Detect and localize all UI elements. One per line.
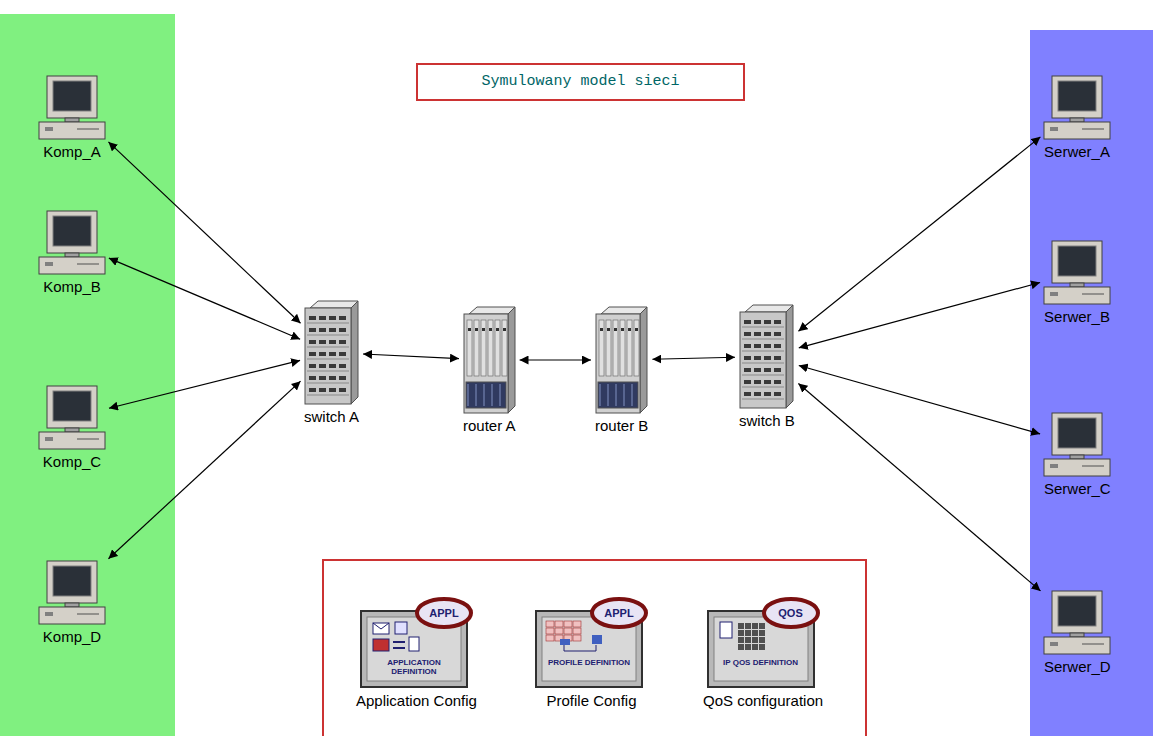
icon-caption: IP QOS DEFINITION	[716, 658, 806, 667]
client-zone	[0, 14, 175, 736]
device-icon	[1042, 412, 1112, 477]
link-line	[652, 357, 735, 359]
device-icon	[739, 304, 794, 409]
router-icon	[463, 306, 516, 414]
device-icon	[1042, 75, 1112, 140]
switch-node: switch B	[737, 304, 797, 430]
device-label: Serwer_B	[1042, 305, 1112, 326]
config-frame	[323, 560, 866, 736]
device-label: Application Config	[354, 689, 479, 710]
switch-icon	[304, 300, 359, 405]
device-label: Komp_B	[37, 275, 107, 296]
config-node: APPL PROFILE DEFINITION Profile Config	[534, 597, 649, 710]
device-label: Komp_D	[37, 625, 107, 646]
icon-badge: APPL	[419, 606, 469, 620]
computer-icon	[37, 75, 107, 140]
computer-node: Komp_D	[37, 560, 107, 646]
computer-icon	[37, 385, 107, 450]
device-icon	[37, 385, 107, 450]
router-node: router A	[461, 306, 518, 435]
device-label: switch B	[737, 409, 797, 430]
diagram-title: Symulowany model sieci	[416, 63, 745, 101]
link-line	[108, 142, 300, 323]
link-line	[799, 366, 1040, 434]
link-line	[363, 354, 459, 359]
link-line	[798, 383, 1040, 590]
device-icon: QOS IP QOS DEFINITION	[706, 597, 821, 689]
switch-icon	[739, 304, 794, 409]
device-label: Komp_C	[37, 450, 107, 471]
device-icon	[37, 75, 107, 140]
device-label: switch A	[302, 405, 361, 426]
device-label: router A	[461, 414, 518, 435]
device-icon	[37, 560, 107, 625]
device-label: Serwer_D	[1042, 655, 1113, 676]
device-label: router B	[593, 414, 650, 435]
device-icon: APPL PROFILE DEFINITION	[534, 597, 649, 689]
icon-badge: APPL	[594, 606, 644, 620]
device-label: Serwer_A	[1042, 140, 1112, 161]
icon-caption: PROFILE DEFINITION	[544, 658, 634, 667]
config-node: APPL APPLICATION DEFINITION Application Co…	[354, 597, 479, 710]
computer-node: Serwer_D	[1042, 590, 1113, 676]
router-node: router B	[593, 306, 650, 435]
device-icon	[1042, 590, 1112, 655]
device-label: Serwer_C	[1042, 477, 1113, 498]
device-label: QoS configuration	[701, 689, 825, 710]
computer-icon	[37, 210, 107, 275]
device-icon	[304, 300, 359, 405]
device-icon	[1042, 240, 1112, 305]
link-line	[109, 258, 300, 339]
config-node: QOS IP QOS DEFINITION QoS configuration	[701, 597, 825, 710]
icon-caption: APPLICATION DEFINITION	[369, 658, 459, 676]
computer-icon	[1042, 75, 1112, 140]
server-zone	[1030, 30, 1153, 736]
computer-icon	[1042, 412, 1112, 477]
computer-node: Serwer_C	[1042, 412, 1113, 498]
computer-node: Komp_A	[37, 75, 107, 161]
computer-icon	[37, 560, 107, 625]
computer-icon	[1042, 240, 1112, 305]
device-label: Profile Config	[534, 689, 649, 710]
device-icon	[37, 210, 107, 275]
switch-node: switch A	[302, 300, 361, 426]
device-icon: APPL APPLICATION DEFINITION	[359, 597, 474, 689]
link-line	[108, 381, 300, 559]
computer-node: Serwer_B	[1042, 240, 1112, 326]
computer-icon	[1042, 590, 1112, 655]
icon-badge: QOS	[766, 606, 816, 620]
config-icon	[706, 597, 821, 689]
router-icon	[595, 306, 648, 414]
link-line	[799, 283, 1040, 348]
computer-node: Komp_B	[37, 210, 107, 296]
link-line	[798, 137, 1040, 331]
device-label: Komp_A	[37, 140, 107, 161]
computer-node: Serwer_A	[1042, 75, 1112, 161]
link-line	[109, 360, 300, 408]
device-icon	[463, 306, 516, 414]
device-icon	[595, 306, 648, 414]
computer-node: Komp_C	[37, 385, 107, 471]
link-line	[520, 359, 591, 360]
